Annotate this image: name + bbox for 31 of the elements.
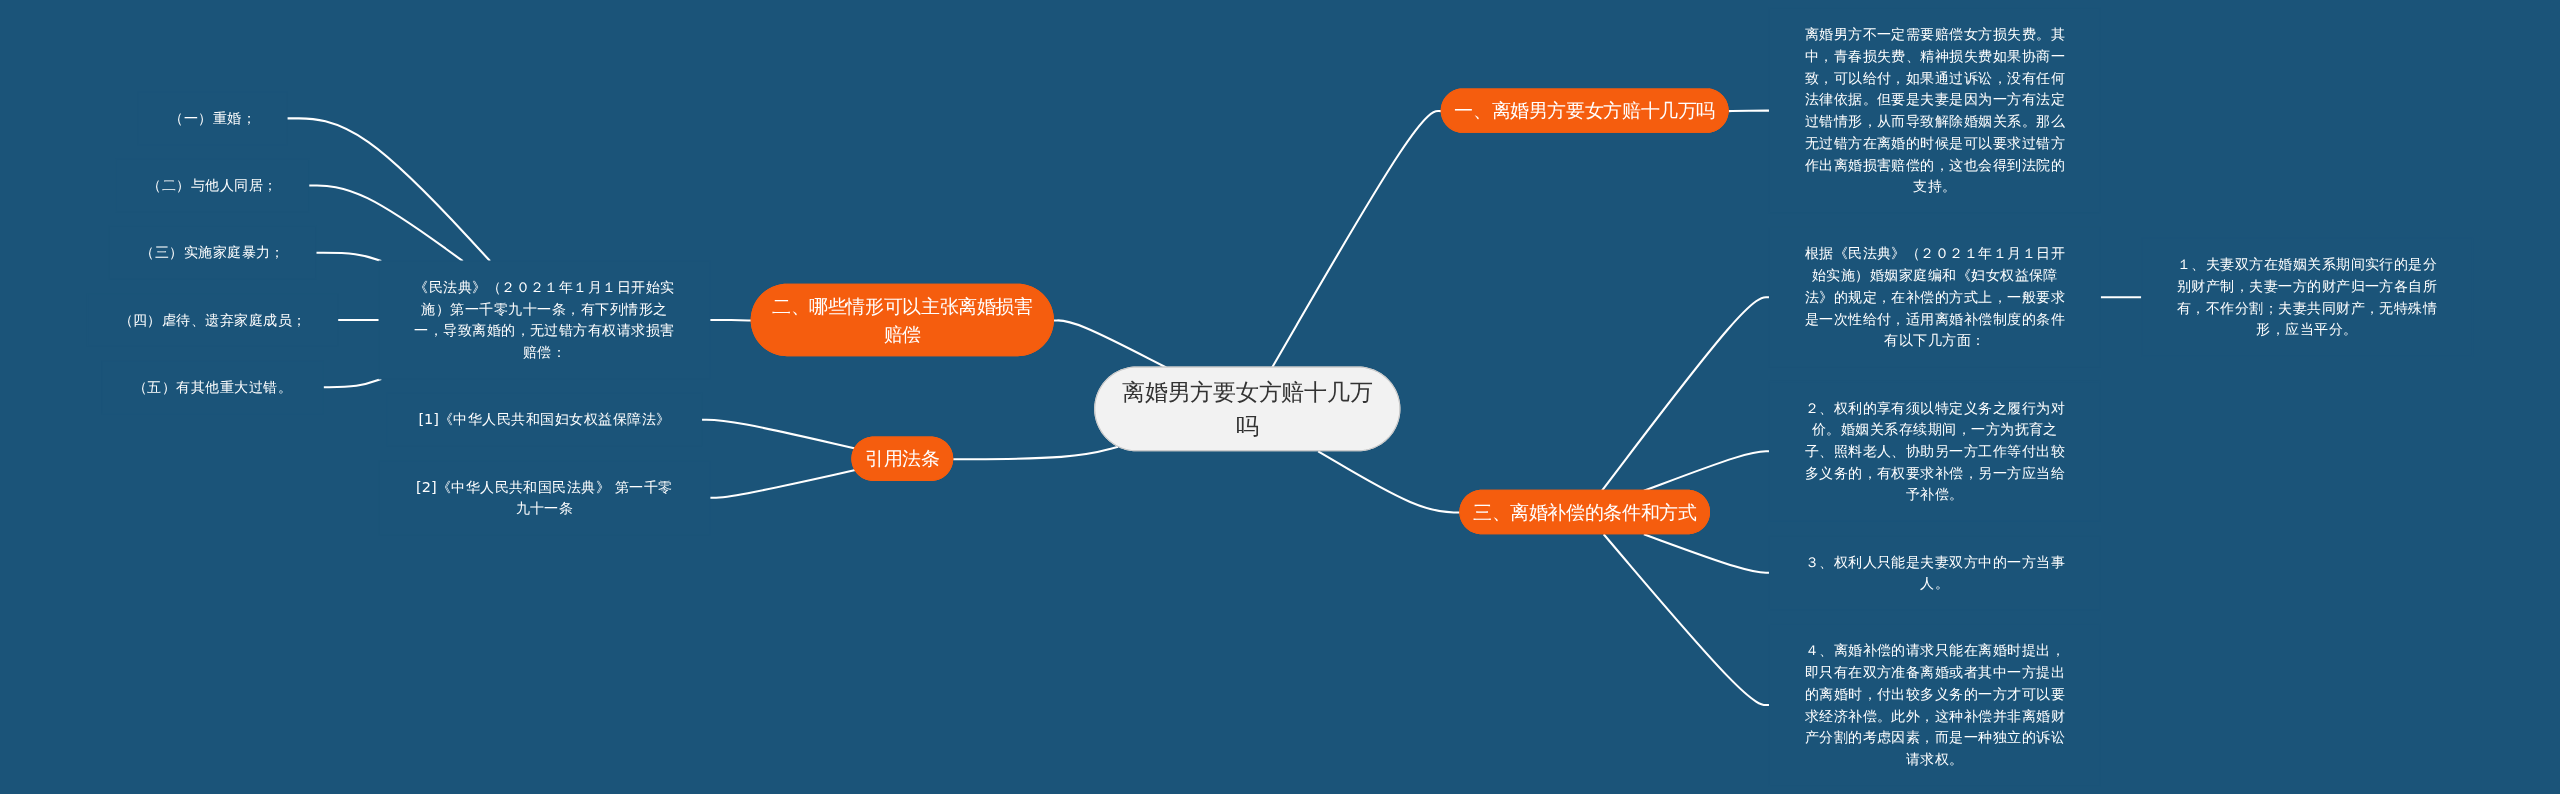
node-text: （二）与他人同居；	[147, 176, 278, 194]
node-text: 根据《民法典》（２０２１年１月１日开始实施）婚姻家庭编和《妇女权益保障法》的规定，在补偿的方式上，一般要求是一次性给付，适用离婚补偿制度的条件有以下几方面：	[1804, 245, 2066, 349]
node-text: （四）虐待、遗弃家庭成员；	[118, 311, 307, 328]
connector	[1643, 450, 1770, 492]
connector	[1600, 296, 1770, 492]
connector	[2100, 296, 2142, 299]
connector	[308, 184, 464, 262]
connector	[953, 445, 1119, 461]
node-text: （三）实施家庭暴力；	[140, 243, 285, 261]
connector	[1271, 110, 1442, 369]
connector	[316, 251, 382, 263]
node-text: ４、离婚补偿的请求只能在离婚时提出，即只有在双方准备离婚或者其中一方提出的离婚时，付出较多义务的一方才可以要求经济补偿。此外，这种补偿并非离婚财产分割的考虑因素，而是一种独立的诉讼请求权。	[1804, 642, 2066, 768]
connector	[1602, 533, 1770, 707]
connector	[709, 469, 856, 499]
node-text: ３、权利人只能是夫妻双方中的一方当事人。	[1804, 553, 2066, 592]
node-text: [2]《中华人民共和国民法典》 第一千零九十一条	[416, 478, 673, 517]
node-text: １、夫妻双方在婚姻关系期间实行的是分别财产制，夫妻一方的财产归一方各自所有，不作分割；夫妻共同财产，无特殊情形，应当平分。	[2176, 255, 2438, 338]
connector	[1643, 533, 1770, 574]
connector	[287, 117, 491, 262]
connector	[1728, 109, 1770, 113]
node-text: 离婚男方不一定需要赔偿女方损失费。其中，青春损失费、精神损失费如果协商一致，可以给付，如果通过诉讼，没有任何法律依据。但要是夫妻是因为一方有法定过错情形，从而导致解除婚姻关系。那么无过错方在离婚的时候是可以要求过错方作出离婚损害赔偿的，这也会得到法院的支持。	[1804, 25, 2066, 195]
node-text: 《民法典》（２０２１年１月１日开始实施）第一千零九十一条，有下列情形之一，导致离婚的，无过错方有权请求损害赔偿：	[414, 278, 675, 361]
node-text: （五）有其他重大过错。	[132, 378, 293, 395]
connector	[701, 418, 856, 450]
connector	[709, 318, 752, 322]
node-text: [1]《中华人民共和国妇女权益保障法》	[418, 410, 671, 428]
node-text: ２、权利的享有须以特定义务之履行为对价。婚姻关系存续期间，一方为抚育之子、照料老人、协助另一方工作等付出较多义务的，有权要求补偿，另一方应当给予补偿。	[1804, 399, 2066, 503]
connector	[323, 377, 382, 389]
connector	[337, 318, 380, 321]
connector	[1053, 319, 1167, 369]
node-text: （一）重婚；	[169, 109, 257, 127]
